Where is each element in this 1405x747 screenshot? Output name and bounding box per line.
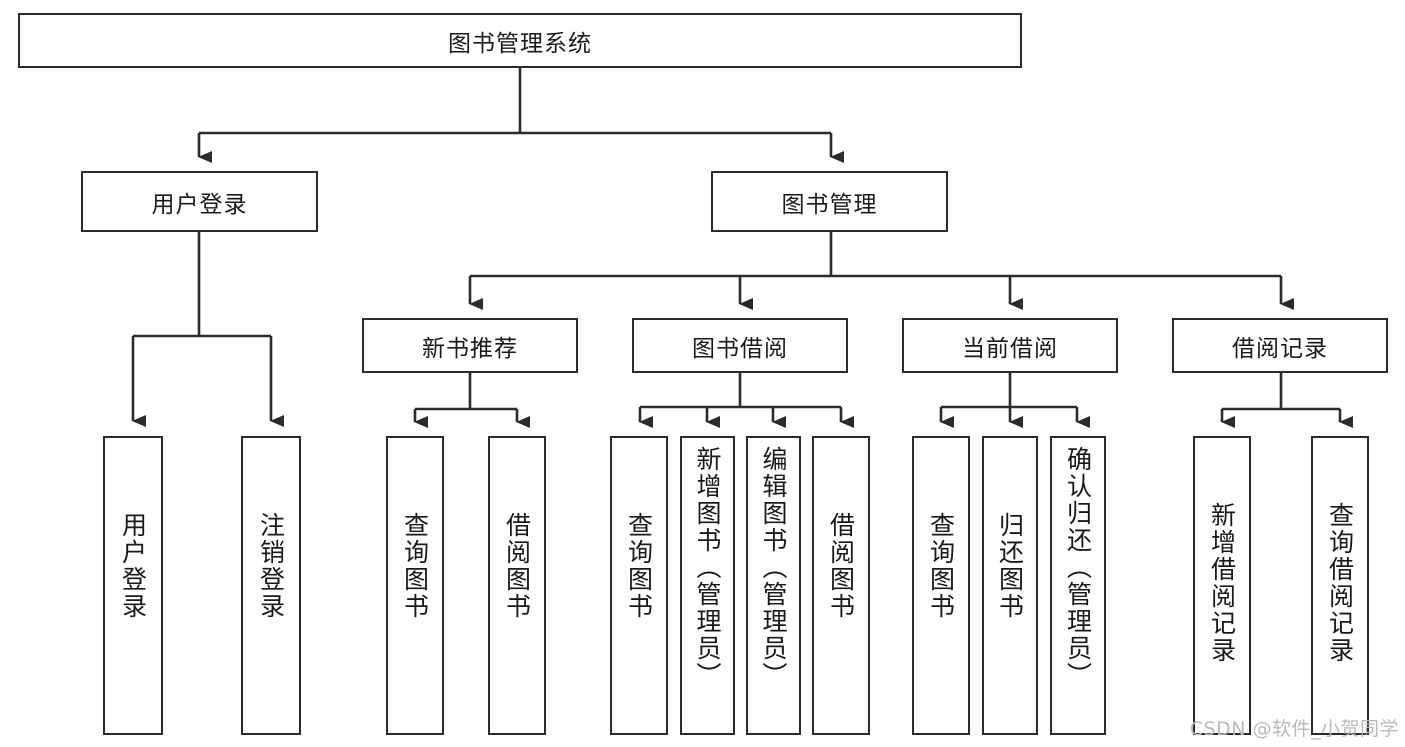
leaf-return-book[interactable]: 归还图书: [982, 436, 1038, 735]
leaf-edit-book[interactable]: 编辑图书（管理员）: [746, 436, 801, 735]
node-new-book-recommend[interactable]: 新书推荐: [362, 318, 578, 373]
node-root-book-management-system[interactable]: 图书管理系统: [18, 13, 1022, 68]
node-label: 查询图书: [400, 512, 430, 620]
node-label: 图书管理: [781, 191, 878, 218]
leaf-add-borrow-record[interactable]: 新增借阅记录: [1193, 436, 1251, 735]
node-label: 新增借阅记录: [1207, 502, 1237, 664]
node-current-borrow[interactable]: 当前借阅: [902, 318, 1118, 373]
node-label: 查询借阅记录: [1325, 502, 1355, 664]
node-label: 借阅图书: [826, 512, 856, 620]
node-user-login[interactable]: 用户登录: [81, 171, 318, 232]
node-label: 借阅记录: [1232, 335, 1328, 362]
node-label: 图书借阅: [692, 335, 788, 362]
leaf-borrow-book-recommend[interactable]: 借阅图书: [488, 436, 546, 735]
node-label: 查询图书: [624, 512, 654, 620]
node-label: 确认归还（管理员）: [1063, 446, 1093, 689]
leaf-user-login[interactable]: 用户登录: [103, 436, 163, 735]
node-borrow-record[interactable]: 借阅记录: [1172, 318, 1388, 373]
node-label: 新书推荐: [422, 335, 518, 362]
leaf-query-book-current[interactable]: 查询图书: [912, 436, 970, 735]
node-label: 注销登录: [256, 512, 286, 620]
node-label: 用户登录: [118, 512, 148, 620]
leaf-confirm-return[interactable]: 确认归还（管理员）: [1050, 436, 1106, 735]
node-label: 查询图书: [926, 512, 956, 620]
node-label: 新增图书（管理员）: [693, 446, 722, 689]
node-book-management[interactable]: 图书管理: [711, 171, 948, 232]
leaf-add-book[interactable]: 新增图书（管理员）: [680, 436, 735, 735]
leaf-query-book-borrow[interactable]: 查询图书: [610, 436, 668, 735]
node-label: 归还图书: [995, 512, 1025, 620]
leaf-query-borrow-record[interactable]: 查询借阅记录: [1311, 436, 1369, 735]
csdn-watermark: CSDN @软件_小贺同学: [1189, 718, 1399, 740]
node-label: 用户登录: [151, 191, 248, 218]
node-book-borrow[interactable]: 图书借阅: [632, 318, 848, 373]
leaf-query-book-recommend[interactable]: 查询图书: [386, 436, 444, 735]
leaf-borrow-book-borrow[interactable]: 借阅图书: [812, 436, 870, 735]
node-label: 借阅图书: [502, 512, 532, 620]
leaf-logout[interactable]: 注销登录: [241, 436, 301, 735]
node-label: 当前借阅: [962, 335, 1058, 362]
node-label: 图书管理系统: [448, 30, 592, 57]
node-label: 编辑图书（管理员）: [759, 446, 788, 689]
